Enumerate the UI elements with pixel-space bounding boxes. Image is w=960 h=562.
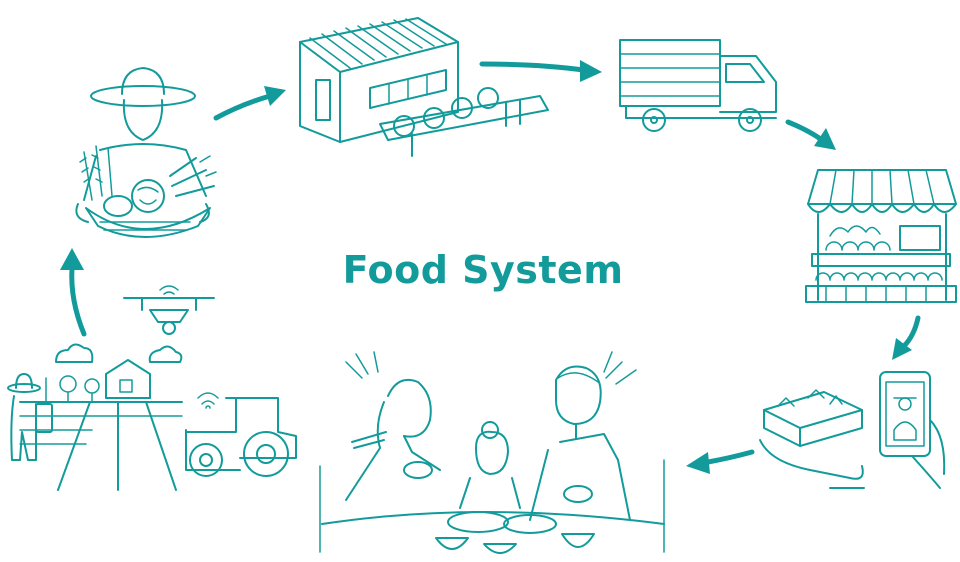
arrow-farmer-to-factory <box>213 86 286 121</box>
family-meal-icon <box>319 351 665 554</box>
cycle-arrows <box>60 60 921 474</box>
arrow-market-to-purchase <box>892 315 921 360</box>
market-stall-icon <box>805 169 957 303</box>
arrow-factory-to-truck <box>479 60 602 82</box>
diagram-title: Food System <box>342 248 624 292</box>
farm-drone-tractor-icon <box>7 285 297 491</box>
arrow-truck-to-market <box>785 119 836 150</box>
meal-box-phone-icon <box>759 371 946 489</box>
farmer-with-harvest-icon <box>75 67 217 238</box>
delivery-truck-icon <box>619 39 777 132</box>
factory-conveyor-icon <box>299 17 549 157</box>
arrow-purchase-to-meal <box>686 449 755 474</box>
arrow-farming-to-farmer <box>60 248 87 337</box>
